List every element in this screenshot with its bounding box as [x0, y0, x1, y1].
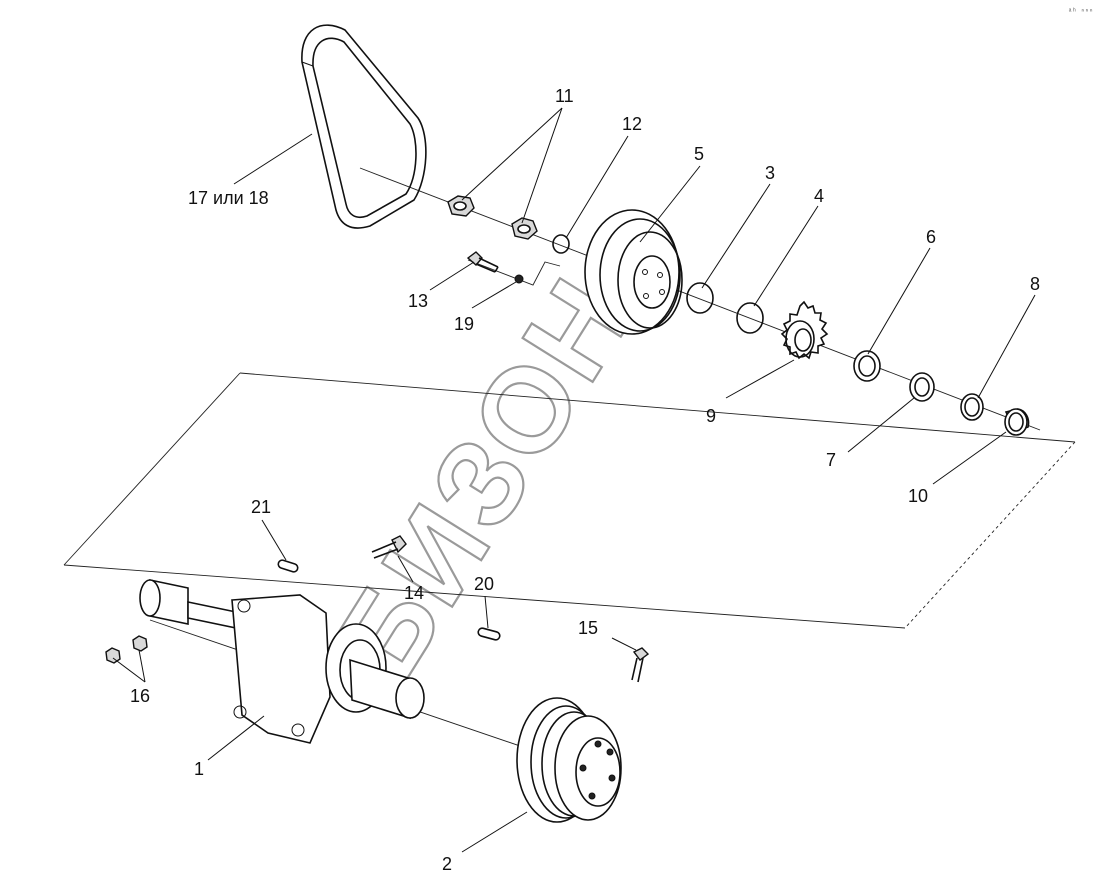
- bushing-10: [1004, 408, 1030, 436]
- drive-belt: [301, 24, 427, 229]
- callout-4: 4: [814, 186, 824, 206]
- dowel-pin-20: [477, 627, 501, 641]
- small-washer: [514, 274, 524, 284]
- callout-21: 21: [251, 497, 271, 517]
- callout-17-18: 17 или 18: [188, 188, 269, 208]
- callout-14: 14: [404, 583, 424, 603]
- callout-2: 2: [442, 854, 452, 874]
- dowel-pin-21: [277, 559, 299, 573]
- small-bolt: [466, 251, 499, 273]
- sprocket: [780, 300, 829, 360]
- lower-pulley: [516, 697, 622, 823]
- leader-lines: [112, 107, 1036, 853]
- hex-nut-pair: [105, 635, 148, 664]
- corner-mark: ᵃʰ ⁿⁿⁿ: [1068, 8, 1093, 16]
- callout-19: 19: [454, 314, 474, 334]
- callout-10: 10: [908, 486, 928, 506]
- assembly-plane-outline: [63, 372, 1076, 629]
- nut-pair: [447, 195, 538, 240]
- callout-5: 5: [694, 144, 704, 164]
- callout-1: 1: [194, 759, 204, 779]
- upper-pulley: [584, 209, 683, 335]
- callout-20: 20: [474, 574, 494, 594]
- callout-6: 6: [926, 227, 936, 247]
- spacer-ring-6: [853, 350, 881, 382]
- callout-9: 9: [706, 406, 716, 426]
- retaining-ring: [552, 234, 570, 254]
- o-ring-4: [736, 302, 764, 334]
- gear-housing-shaft: [139, 579, 425, 744]
- callout-labels: 11 12 5 3 4 6 8 9 7 10 17 или 18 13 19 2…: [130, 86, 1040, 874]
- callout-7: 7: [826, 450, 836, 470]
- pulley-bolt-15: [631, 647, 650, 683]
- long-bolt-14: [371, 535, 407, 559]
- callout-15: 15: [578, 618, 598, 638]
- callout-16: 16: [130, 686, 150, 706]
- spacer-ring-7: [909, 372, 935, 402]
- callout-8: 8: [1030, 274, 1040, 294]
- callout-3: 3: [765, 163, 775, 183]
- callout-12: 12: [622, 114, 642, 134]
- spacer-ring-8: [960, 393, 984, 421]
- callout-13: 13: [408, 291, 428, 311]
- callout-11: 11: [555, 86, 574, 106]
- o-ring-3: [686, 282, 714, 314]
